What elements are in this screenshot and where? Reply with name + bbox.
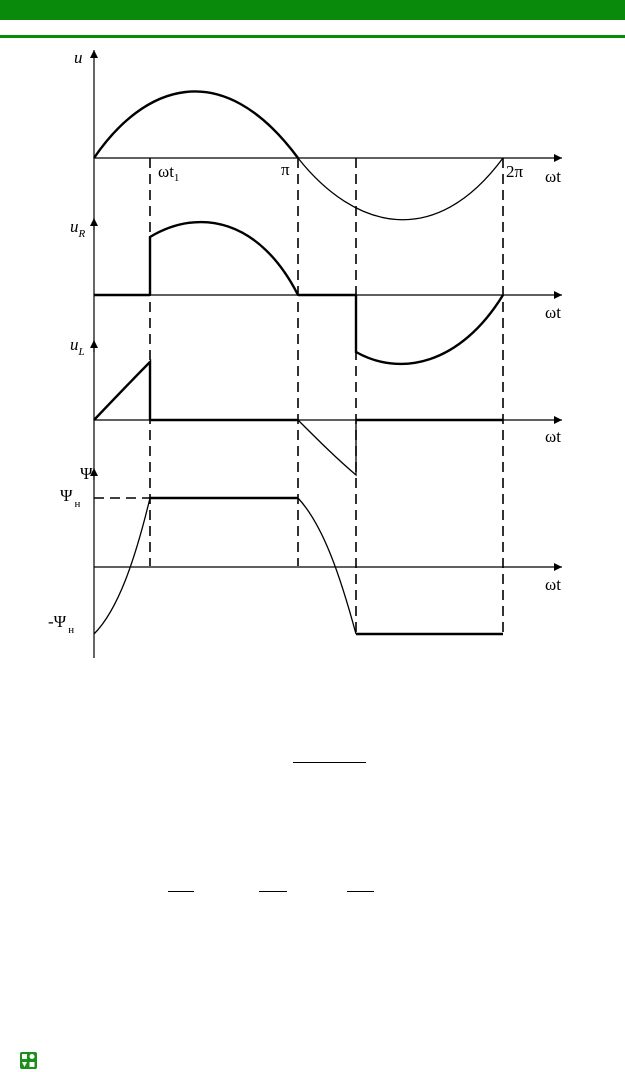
uR-positive-pulse [148,220,300,296]
psi-rise [93,497,151,635]
fraction-bar-3 [259,891,287,892]
header-bar [0,0,625,20]
u-axis-label: u [74,48,83,67]
header-divider [0,35,625,38]
psi-fall [297,497,357,635]
uL-negative-fall [297,419,357,477]
psi-axis-label: Ψ [80,464,93,483]
fraction-bar-2 [168,891,194,892]
uL-positive-rise [93,359,152,421]
two-pi-label: 2π [506,162,524,181]
omega-t-label-uR: ωt [545,303,561,322]
omega-t-label-uL: ωt [545,427,561,446]
omega-t1-label: ωt1 [158,162,179,184]
pi-label: π [281,160,290,179]
omega-t-label-psi: ωt [545,575,561,594]
uL-axis-label: uL [70,335,85,358]
u-curve-positive [93,90,299,159]
uR-axis-label: uR [70,217,86,240]
omega-t-label-u: ωt [545,167,561,186]
u-curve-negative [297,157,504,221]
uR-negative-pulse [354,294,505,366]
fraction-bar-1 [293,762,366,763]
fraction-bar-4 [347,891,374,892]
logo-icon[interactable] [20,1052,37,1069]
